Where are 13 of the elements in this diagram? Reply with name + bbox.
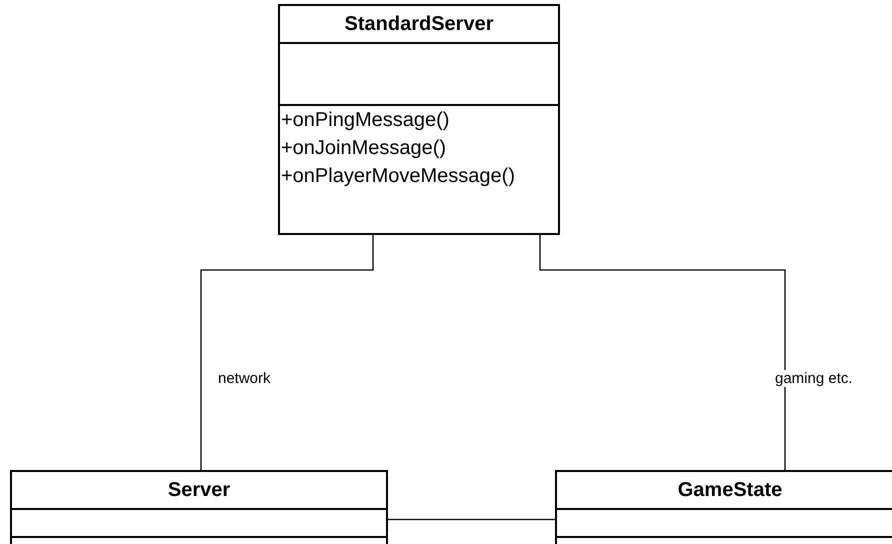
class-name: StandardServer [280,6,558,44]
method-text: +onPlayerMoveMessage() [280,164,516,189]
association-line [200,235,374,470]
class-box [278,4,560,235]
association-line [539,235,786,470]
class-box [555,470,892,544]
class-box [10,470,388,544]
association-line [388,518,555,520]
class-name: GameState [557,472,892,510]
edge-label: gaming etc. [775,370,853,387]
class-name: Server [12,472,386,510]
method-text: +onPingMessage() [280,108,450,133]
method-text: +onJoinMessage() [280,136,448,161]
